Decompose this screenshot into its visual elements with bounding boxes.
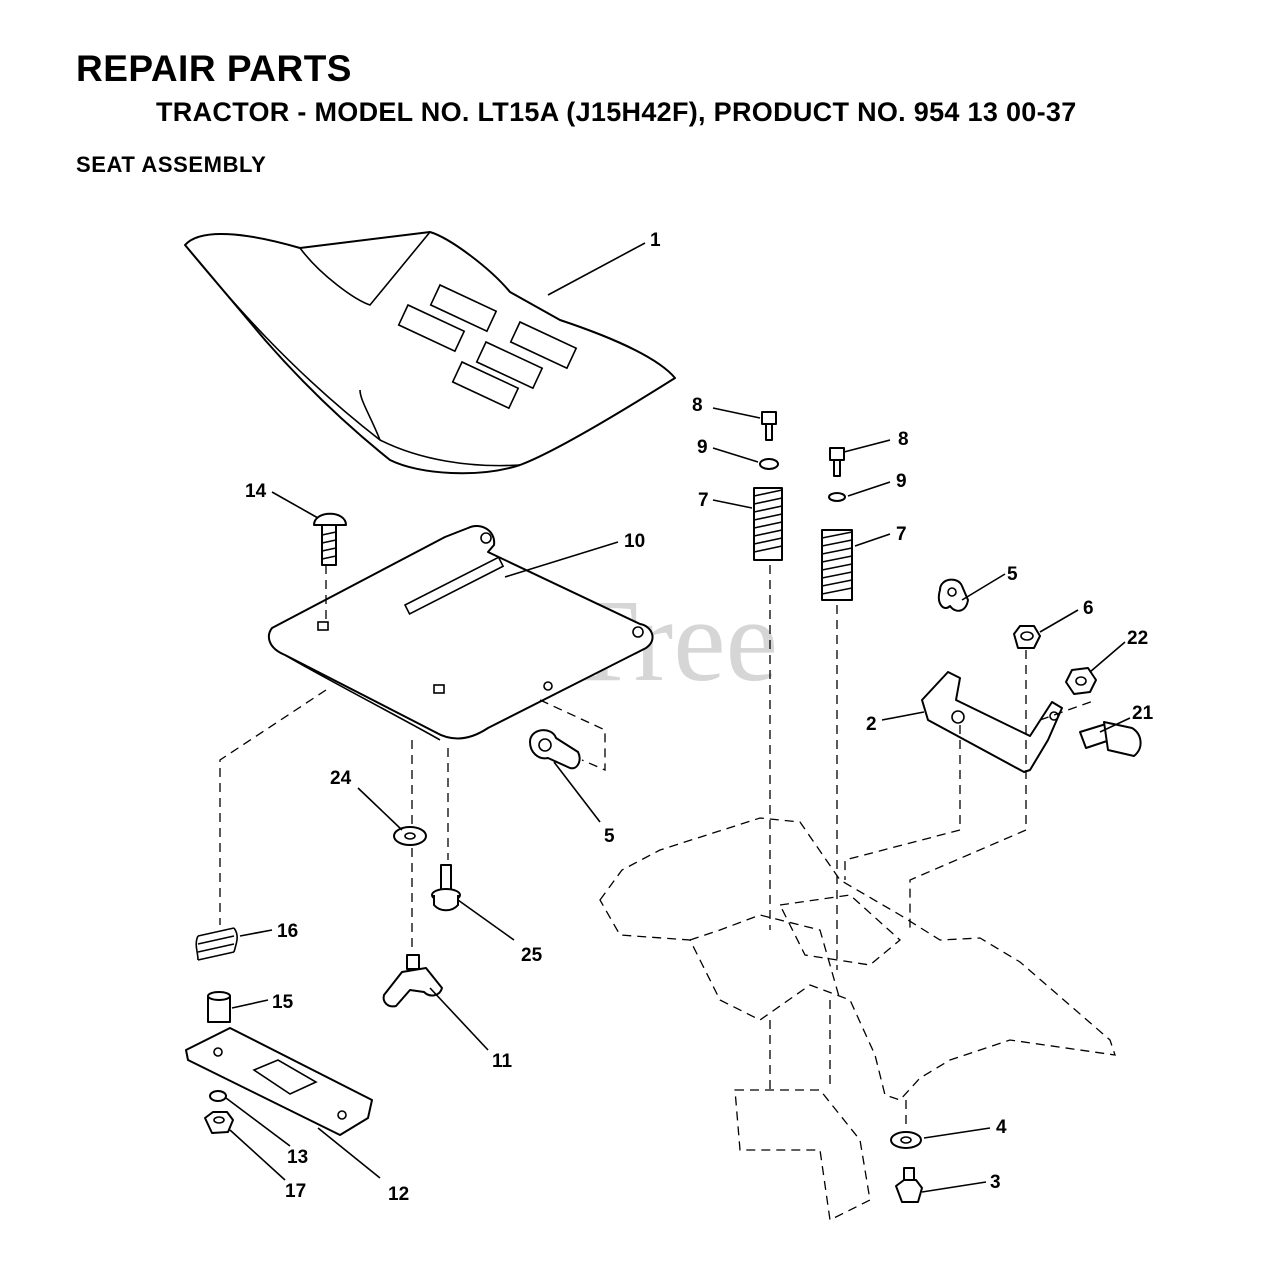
- page-title: REPAIR PARTS: [76, 48, 352, 89]
- callout-11: 11: [492, 1051, 513, 1072]
- spring-small-part: [195, 927, 238, 961]
- slide-rail-part: [185, 1027, 373, 1136]
- bushing-part: [207, 991, 231, 1023]
- chassis-outline: [599, 817, 1116, 1221]
- model-subtitle: TRACTOR - MODEL NO. LT15A (J15H42F), PRO…: [156, 97, 1077, 127]
- callout-9-right: 9: [896, 471, 907, 492]
- callout-7-right: 7: [896, 524, 907, 545]
- callout-8-left: 8: [692, 395, 703, 416]
- callout-2: 2: [866, 714, 877, 735]
- callout-6: 6: [1083, 598, 1094, 619]
- hex-bolt-part: [895, 1167, 923, 1203]
- callout-14: 14: [245, 481, 267, 502]
- lock-nut-part: [1065, 667, 1097, 695]
- nut-small-part: [204, 1111, 234, 1134]
- callout-16: 16: [277, 921, 298, 942]
- callout-22: 22: [1127, 628, 1148, 649]
- seat-pan-part: [267, 525, 654, 741]
- callout-8-right: 8: [898, 429, 909, 450]
- callout-labels: 1 2 3 4 5 5 6 7 7 8 8 9 9 10 11 12 13 14…: [245, 230, 1154, 1205]
- leader-lines: [225, 242, 1131, 1193]
- callout-1: 1: [650, 230, 661, 251]
- callout-5-lower: 5: [604, 826, 615, 847]
- flat-washer-part: [890, 1131, 922, 1149]
- spring-right-part: [821, 529, 853, 601]
- callout-5-upper: 5: [1007, 564, 1018, 585]
- washer-part: [393, 826, 427, 846]
- seat-clip-part-lower: [529, 729, 581, 770]
- bolt-left-part: [761, 411, 777, 441]
- callout-13: 13: [287, 1147, 308, 1168]
- nut-part: [1013, 625, 1041, 649]
- callout-10: 10: [624, 531, 645, 552]
- callout-7-left: 7: [698, 490, 709, 511]
- seat-bracket-part: [921, 671, 1063, 773]
- callout-21: 21: [1132, 703, 1154, 724]
- seat-part: [184, 231, 676, 475]
- section-title: SEAT ASSEMBLY: [76, 152, 267, 177]
- callout-15: 15: [272, 992, 294, 1013]
- adjustment-knob-part: [382, 954, 443, 1008]
- callout-25: 25: [521, 945, 543, 966]
- callout-9-left: 9: [697, 437, 708, 458]
- bolt-right-part: [829, 447, 845, 477]
- seat-clip-part-upper: [938, 578, 969, 612]
- washer-left-part: [759, 458, 779, 470]
- callout-3: 3: [990, 1172, 1001, 1193]
- lock-washer-part: [209, 1090, 227, 1102]
- spring-left-part: [753, 487, 783, 561]
- assembly-lines: [219, 565, 1097, 1128]
- shoulder-bolt-part: [431, 864, 461, 912]
- callout-24: 24: [330, 768, 352, 789]
- callout-17: 17: [285, 1181, 306, 1202]
- callout-4: 4: [996, 1117, 1007, 1138]
- carriage-bolt-part: [313, 512, 347, 566]
- callout-12: 12: [388, 1184, 409, 1205]
- washer-right-part: [828, 492, 846, 502]
